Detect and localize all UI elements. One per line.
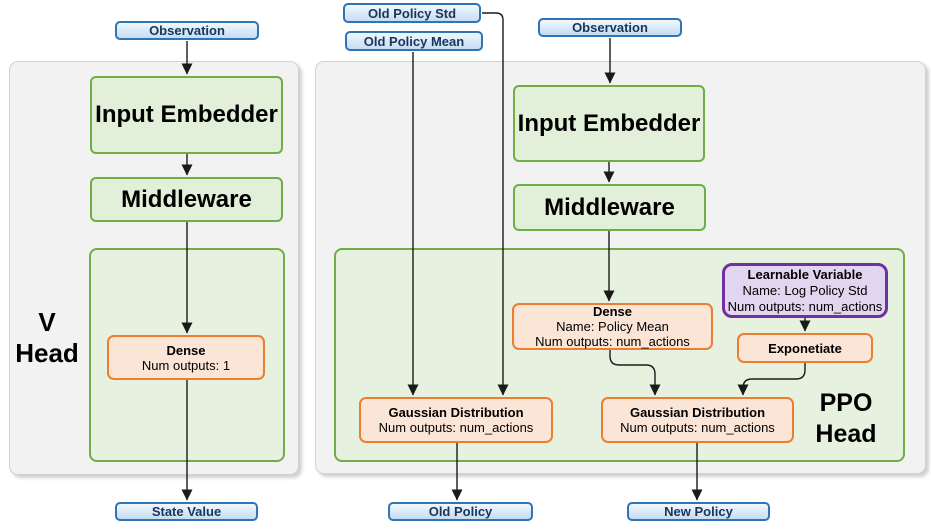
- learnable-variable-node: Learnable Variable Name: Log Policy Std …: [722, 263, 888, 318]
- v-head-label: V Head: [7, 307, 87, 369]
- learnable-variable-num-outputs: Num outputs: num_actions: [727, 298, 883, 314]
- v-dense-title: Dense: [166, 342, 206, 358]
- ppo-head-label: PPO Head: [798, 388, 894, 450]
- new-policy-output-node: New Policy: [627, 502, 770, 521]
- ppo-middleware-node: Middleware: [513, 184, 706, 231]
- gaussian-new-title: Gaussian Distribution: [629, 405, 766, 420]
- ppo-input-embedder-node: Input Embedder: [513, 85, 705, 162]
- learnable-variable-title: Learnable Variable: [747, 266, 863, 282]
- ppo-observation-node: Observation: [538, 18, 682, 37]
- policy-mean-dense-title: Dense: [592, 304, 633, 319]
- v-head-label-line2: Head: [15, 338, 79, 368]
- policy-mean-dense-name: Name: Policy Mean: [556, 319, 669, 334]
- state-value-node: State Value: [115, 502, 258, 521]
- learnable-variable-name: Name: Log Policy Std: [742, 282, 868, 298]
- v-head-label-line1: V: [38, 307, 56, 337]
- gaussian-old-title: Gaussian Distribution: [388, 405, 524, 420]
- old-policy-output-node: Old Policy: [388, 502, 533, 521]
- old-policy-std-node: Old Policy Std: [343, 3, 481, 23]
- gaussian-distribution-old-node: Gaussian Distribution Num outputs: num_a…: [359, 397, 553, 443]
- gaussian-old-num-outputs: Num outputs: num_actions: [378, 420, 534, 435]
- old-policy-mean-node: Old Policy Mean: [345, 31, 483, 51]
- v-input-embedder-node: Input Embedder: [90, 76, 283, 154]
- gaussian-distribution-new-node: Gaussian Distribution Num outputs: num_a…: [601, 397, 794, 443]
- v-middleware-node: Middleware: [90, 177, 283, 222]
- exponetiate-node: Exponetiate: [737, 333, 873, 363]
- policy-mean-dense-num-outputs: Num outputs: num_actions: [535, 334, 690, 349]
- ppo-head-label-line2: Head: [815, 420, 877, 448]
- v-dense-node: Dense Num outputs: 1: [107, 335, 265, 380]
- policy-mean-dense-node: Dense Name: Policy Mean Num outputs: num…: [512, 303, 713, 350]
- ppo-head-label-line1: PPO: [819, 389, 873, 417]
- gaussian-new-num-outputs: Num outputs: num_actions: [620, 420, 775, 435]
- v-dense-num-outputs: Num outputs: 1: [141, 357, 231, 373]
- v-observation-node: Observation: [115, 21, 259, 40]
